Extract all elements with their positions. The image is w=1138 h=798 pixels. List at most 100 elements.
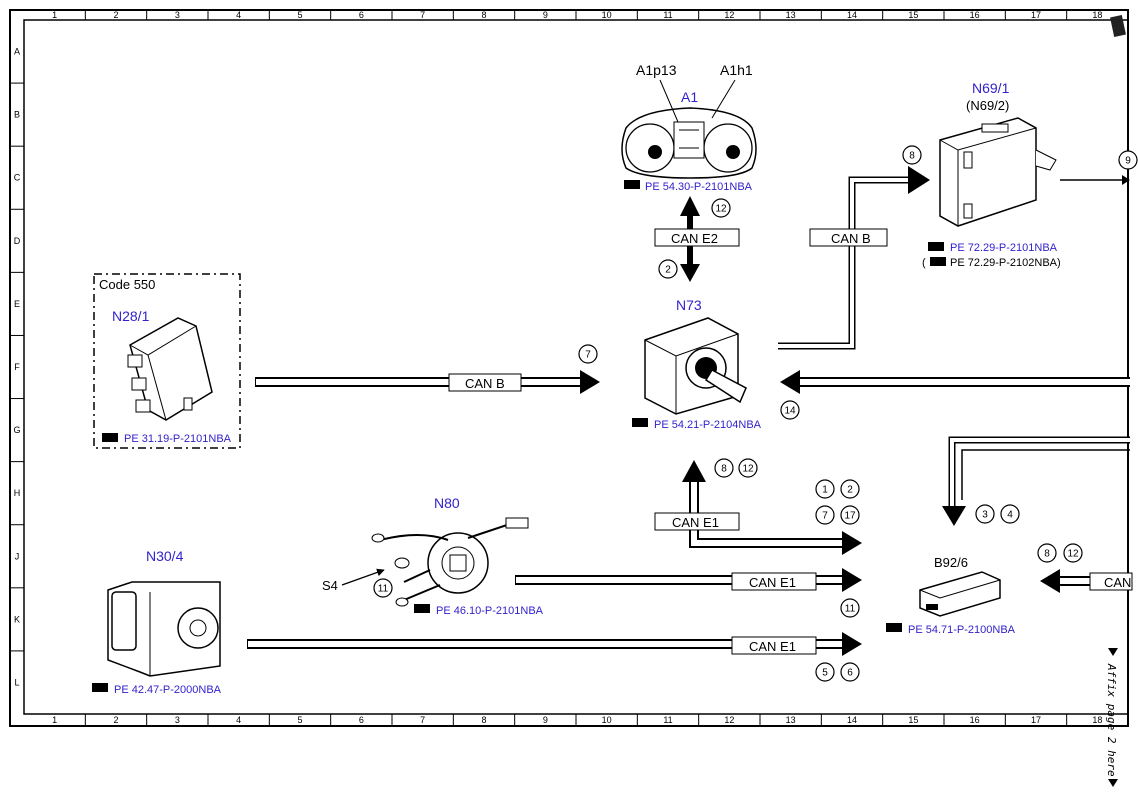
- circle-number-c7: 7: [815, 505, 835, 525]
- grid-column-label: 14: [847, 715, 857, 725]
- ref-pointer-icon: [930, 257, 946, 266]
- circle-number-c9_cut: 9: [1118, 150, 1138, 170]
- can-e1-s4-line: [515, 568, 862, 592]
- circle-number-c2: 2: [840, 479, 860, 499]
- grid-column-label: 7: [420, 715, 425, 725]
- n30-ref: PE 42.47-P-2000NBA: [114, 684, 222, 696]
- can-e2-label: CAN E2: [671, 231, 718, 246]
- grid-column-label: 4: [236, 10, 241, 20]
- n69-label: N69/1: [972, 80, 1010, 96]
- grid-column-label: 16: [970, 10, 980, 20]
- n69-ref2-open: (: [922, 257, 926, 269]
- affix-note: Affix page 2 here: [1105, 663, 1118, 777]
- grid-row-label: H: [14, 488, 21, 498]
- page-corner-icon: [1110, 14, 1126, 38]
- grid-column-label: 11: [663, 10, 672, 20]
- grid-row-label: D: [14, 236, 21, 246]
- grid-row-label: F: [14, 362, 20, 372]
- circle-number-c7_left: 7: [578, 344, 598, 364]
- grid-row-label: C: [14, 173, 21, 183]
- can-e1-bottom-line: [247, 632, 862, 656]
- can-b-top-label: CAN B: [831, 231, 871, 246]
- grid-column-label: 7: [420, 10, 425, 20]
- can-e1-mid-line: [654, 460, 862, 555]
- grid-column-label: 1: [52, 715, 57, 725]
- circle-number-text: 7: [585, 350, 591, 361]
- n69-ref1: PE 72.29-P-2101NBA: [950, 242, 1058, 254]
- grid-row-label: B: [14, 110, 20, 120]
- n69-out-line: [1060, 175, 1130, 185]
- circle-number-c1: 1: [815, 479, 835, 499]
- grid-row-label: A: [14, 47, 20, 57]
- ref-pointer-icon: [414, 604, 430, 613]
- grid-column-label: 3: [175, 715, 180, 725]
- circle-number-text: 12: [1067, 549, 1079, 560]
- grid-column-label: 6: [359, 10, 364, 20]
- circle-number-text: 6: [847, 668, 853, 679]
- circle-number-text: 5: [822, 668, 828, 679]
- grid-row-label: G: [13, 425, 20, 435]
- n69-ref2: PE 72.29-P-2102NBA): [950, 257, 1061, 269]
- circle-number-text: 4: [1007, 510, 1013, 521]
- can-e1-mid-label: CAN E1: [672, 515, 719, 530]
- ref-pointer-icon: [102, 433, 118, 442]
- b92-sensor: [919, 571, 1001, 617]
- side-note: Affix page 2 here: [1105, 648, 1118, 787]
- n69-module: [939, 117, 1057, 227]
- code550-box: [93, 273, 241, 449]
- circle-number-c11_s4: 11: [373, 578, 393, 598]
- circle-number-c5: 5: [815, 662, 835, 682]
- grid-column-label: 1: [52, 10, 57, 20]
- grid-column-label: 5: [297, 10, 302, 20]
- grid-column-label: 12: [724, 715, 734, 725]
- grid-column-label: 8: [481, 10, 486, 20]
- grid-column-label: 5: [297, 715, 302, 725]
- grid-column-label: 17: [1031, 715, 1041, 725]
- circle-number-c6: 6: [840, 662, 860, 682]
- grid-column-label: 3: [175, 10, 180, 20]
- circle-number-c3: 3: [975, 504, 995, 524]
- ref-pointer-icon: [886, 623, 902, 632]
- grid-row-label: J: [15, 551, 20, 561]
- b92-top-input-line: [942, 436, 1130, 526]
- n73-right-input-line: [780, 370, 1130, 394]
- can-e1-bottom-label: CAN E1: [749, 639, 796, 654]
- circle-number-text: 12: [742, 464, 754, 475]
- code550-label: Code 550: [99, 277, 155, 292]
- ref-pointer-icon: [632, 418, 648, 427]
- grid-column-label: 6: [359, 715, 364, 725]
- circle-number-text: 2: [847, 485, 853, 496]
- n80-steering-column-module: [371, 517, 529, 607]
- grid-row-label: K: [14, 614, 20, 624]
- grid-column-label: 9: [543, 715, 548, 725]
- grid-column-label: 15: [908, 715, 918, 725]
- circle-number-text: 8: [909, 151, 915, 162]
- grid-column-label: 18: [1092, 10, 1102, 20]
- circle-number-c12_n73: 12: [738, 458, 758, 478]
- grid-column-label: 13: [786, 715, 796, 725]
- instrument-cluster-a1: [621, 79, 757, 179]
- can-b-top-line: [778, 166, 930, 350]
- circle-number-text: 14: [784, 406, 796, 417]
- can-e2-line: [654, 196, 740, 282]
- grid-column-label: 2: [113, 715, 118, 725]
- n80-ref: PE 46.10-P-2101NBA: [436, 605, 544, 617]
- can-b-left-label: CAN B: [465, 376, 505, 391]
- n30-label: N30/4: [146, 548, 184, 564]
- circle-number-text: 8: [721, 464, 727, 475]
- circle-number-text: 3: [982, 510, 988, 521]
- grid-column-label: 16: [970, 715, 980, 725]
- circle-number-text: 11: [845, 604, 856, 615]
- n28-label: N28/1: [112, 308, 150, 324]
- grid-column-label: 15: [908, 10, 918, 20]
- grid-column-label: 4: [236, 715, 241, 725]
- n73-label: N73: [676, 297, 702, 313]
- b92-ref: PE 54.71-P-2100NBA: [908, 624, 1016, 636]
- ref-pointer-icon: [92, 683, 108, 692]
- a1p13-label: A1p13: [636, 62, 677, 78]
